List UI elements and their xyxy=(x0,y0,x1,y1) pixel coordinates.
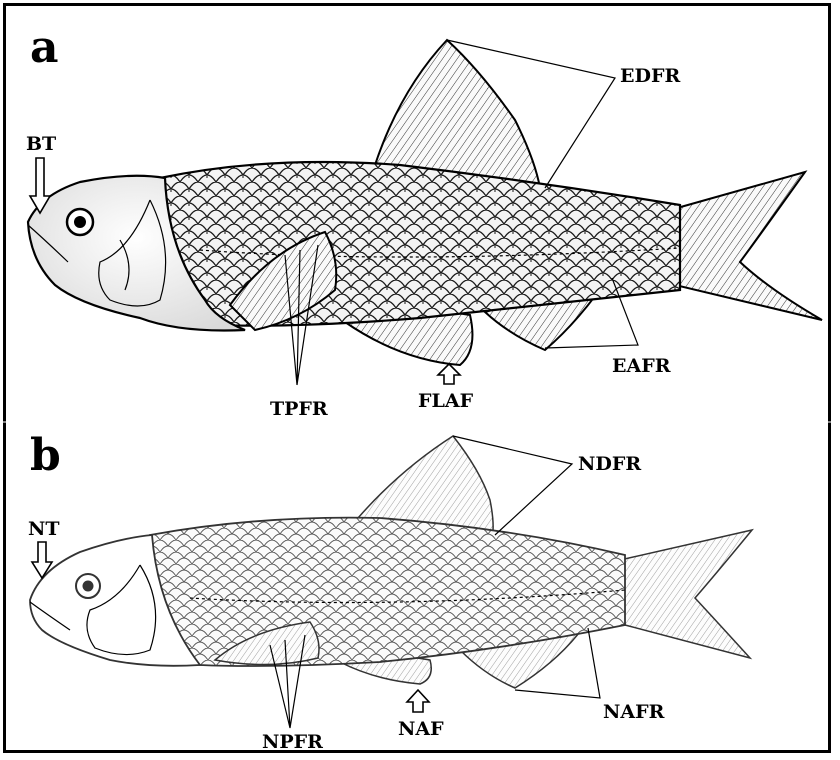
panel-b-label-nafr: NAFR xyxy=(603,701,665,723)
panel-b-label-naf: NAF xyxy=(398,718,444,740)
panel-a-letter: a xyxy=(30,22,59,73)
panel-a: a BT EDFR TPFR FL xyxy=(26,22,822,420)
panel-a-caudal-fin xyxy=(670,172,822,320)
panel-a-label-bt: BT xyxy=(26,133,56,155)
panel-a-label-edfr: EDFR xyxy=(620,65,680,87)
panel-b-caudal-fin xyxy=(620,530,752,658)
panel-b-label-ndfr: NDFR xyxy=(578,453,641,475)
panel-b-letter: b xyxy=(30,430,61,481)
panel-b: b NT NDFR NPFR NAF NAFR xyxy=(28,430,752,753)
panel-a-label-flaf: FLAF xyxy=(418,390,474,412)
panel-b-naf-arrow xyxy=(407,690,429,712)
panel-a-flaf-arrow xyxy=(438,364,460,384)
panel-b-label-nt: NT xyxy=(28,518,60,540)
panel-a-label-eafr: EAFR xyxy=(612,355,671,377)
panel-b-label-npfr: NPFR xyxy=(262,731,323,753)
panel-a-label-tpfr: TPFR xyxy=(270,398,328,420)
